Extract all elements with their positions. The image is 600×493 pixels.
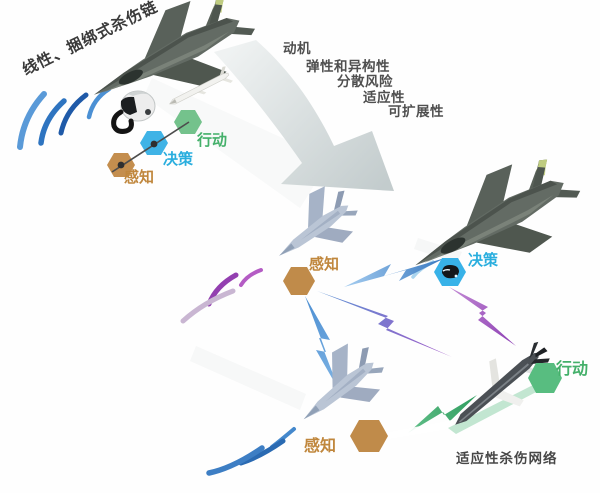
attribute-risk-dispersion: 分散风险 [337,74,393,89]
adaptive-network-title: 适应性杀伤网络 [456,451,558,466]
lightning-sense1-sense2 [305,296,340,392]
air-to-air-missile [169,66,233,105]
network-drone-1 [279,186,358,256]
network-drone-2 [303,343,384,420]
transition-arrow [214,40,394,191]
attribute-scalability: 可扩展性 [388,104,444,119]
attribute-resilience: 弹性和异构性 [306,59,390,74]
net-sense2-hexagon [350,420,388,452]
lightning-sense1-decide [344,258,445,287]
legacy-kill-chain-nodes [107,110,202,177]
network-act-label: 行动 [556,361,589,378]
radar-waves-top [17,86,112,150]
attribute-motivation: 动机 [283,41,311,56]
lightning-decide-act [449,287,516,346]
network-decide-label: 决策 [468,252,499,269]
attribute-adaptability: 适应性 [363,90,405,105]
net-act-hexagon [528,363,562,393]
top-fighter-jet [94,0,256,95]
network-sense2-label: 感知 [304,438,337,455]
sense-node-dot [117,161,125,169]
kill-chain-line [111,121,190,173]
legacy-act-label: 行动 [197,132,228,149]
net-sense1-hexagon [283,267,315,295]
helmet-icon [442,265,459,279]
network-sense1-label: 感知 [309,256,340,273]
legacy-decide-label: 决策 [163,151,194,168]
decide-node-dot [150,140,158,148]
lightning-links [305,258,516,433]
network-fighter-jet [415,159,581,266]
legacy-sense-label: 感知 [124,169,155,186]
pilot-helmet [111,90,156,134]
cruise-missile-contrails [368,384,540,442]
radar-waves-middle [180,268,263,324]
lightning-sense1-act [317,291,452,357]
adaptive-network-nodes [283,258,562,452]
radar-waves-bottom [206,427,296,476]
